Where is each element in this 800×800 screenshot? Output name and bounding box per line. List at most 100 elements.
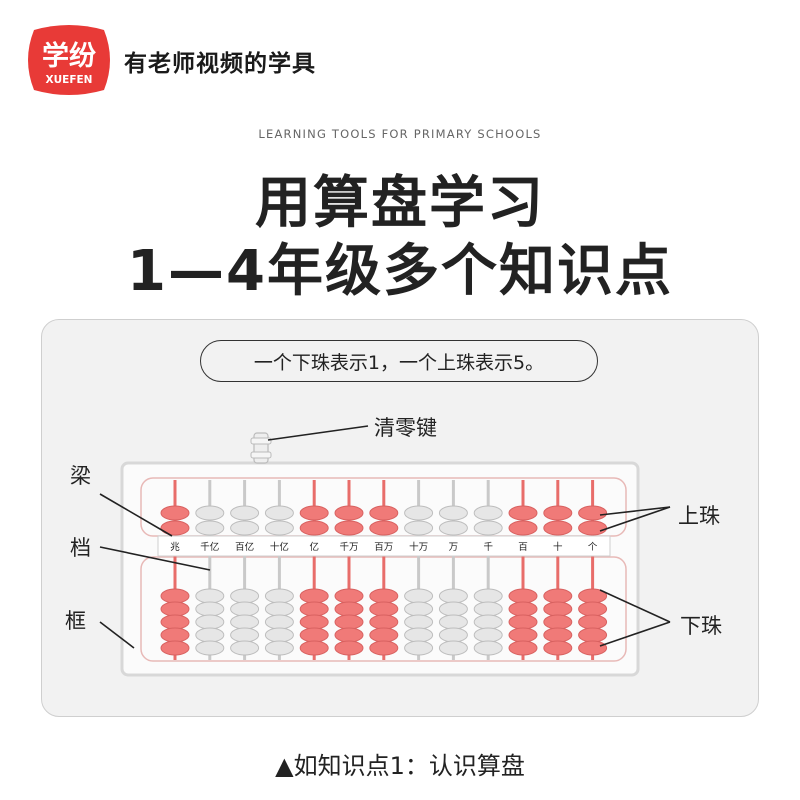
upper-bead[interactable] bbox=[578, 520, 608, 536]
upper-bead[interactable] bbox=[438, 520, 468, 536]
lower-bead[interactable] bbox=[195, 588, 225, 604]
lower-bead[interactable] bbox=[578, 614, 608, 630]
upper-bead[interactable] bbox=[543, 505, 573, 521]
upper-bead[interactable] bbox=[473, 505, 503, 521]
upper-bead[interactable] bbox=[508, 505, 538, 521]
lower-bead[interactable] bbox=[160, 614, 190, 630]
lower-bead[interactable] bbox=[508, 640, 538, 656]
lower-bead[interactable] bbox=[264, 588, 294, 604]
lower-bead[interactable] bbox=[404, 601, 434, 617]
lower-bead[interactable] bbox=[299, 588, 329, 604]
lower-bead[interactable] bbox=[230, 627, 260, 643]
upper-bead[interactable] bbox=[195, 520, 225, 536]
upper-bead[interactable] bbox=[508, 520, 538, 536]
lower-bead[interactable] bbox=[578, 640, 608, 656]
lower-bead[interactable] bbox=[299, 601, 329, 617]
lower-bead[interactable] bbox=[508, 601, 538, 617]
lower-bead[interactable] bbox=[369, 588, 399, 604]
lower-bead[interactable] bbox=[230, 601, 260, 617]
rule-pill: 一个下珠表示1，一个上珠表示5。 bbox=[200, 340, 598, 382]
lower-bead[interactable] bbox=[404, 627, 434, 643]
lower-bead[interactable] bbox=[438, 601, 468, 617]
lower-bead[interactable] bbox=[160, 601, 190, 617]
lower-bead[interactable] bbox=[543, 627, 573, 643]
upper-bead[interactable] bbox=[578, 505, 608, 521]
label-beam: 梁 bbox=[70, 464, 91, 488]
upper-bead[interactable] bbox=[195, 505, 225, 521]
lower-bead[interactable] bbox=[473, 640, 503, 656]
upper-bead[interactable] bbox=[334, 505, 364, 521]
lower-bead[interactable] bbox=[438, 614, 468, 630]
upper-bead[interactable] bbox=[160, 520, 190, 536]
lower-bead[interactable] bbox=[404, 640, 434, 656]
brand-slogan: 有老师视频的学具 bbox=[124, 51, 316, 77]
lower-bead[interactable] bbox=[334, 588, 364, 604]
lower-bead[interactable] bbox=[195, 601, 225, 617]
lower-bead[interactable] bbox=[195, 614, 225, 630]
lower-bead[interactable] bbox=[578, 601, 608, 617]
upper-bead[interactable] bbox=[438, 505, 468, 521]
lower-bead[interactable] bbox=[543, 588, 573, 604]
upper-bead[interactable] bbox=[404, 520, 434, 536]
lower-bead[interactable] bbox=[264, 601, 294, 617]
upper-bead[interactable] bbox=[299, 520, 329, 536]
lower-bead[interactable] bbox=[160, 588, 190, 604]
lower-bead[interactable] bbox=[438, 588, 468, 604]
lower-bead[interactable] bbox=[334, 601, 364, 617]
lower-bead[interactable] bbox=[473, 601, 503, 617]
upper-bead[interactable] bbox=[264, 520, 294, 536]
lower-bead[interactable] bbox=[578, 627, 608, 643]
lower-bead[interactable] bbox=[334, 640, 364, 656]
label-rod: 档 bbox=[70, 536, 91, 560]
leader-lower-2 bbox=[599, 621, 671, 647]
lower-bead[interactable] bbox=[438, 640, 468, 656]
lower-bead[interactable] bbox=[230, 640, 260, 656]
lower-bead[interactable] bbox=[264, 627, 294, 643]
upper-bead[interactable] bbox=[160, 505, 190, 521]
lower-bead[interactable] bbox=[473, 614, 503, 630]
lower-bead[interactable] bbox=[299, 640, 329, 656]
upper-bead[interactable] bbox=[543, 520, 573, 536]
upper-bead[interactable] bbox=[264, 505, 294, 521]
lower-bead[interactable] bbox=[160, 627, 190, 643]
lower-bead[interactable] bbox=[369, 614, 399, 630]
lower-bead[interactable] bbox=[369, 601, 399, 617]
lower-bead[interactable] bbox=[334, 614, 364, 630]
upper-bead[interactable] bbox=[230, 520, 260, 536]
lower-bead[interactable] bbox=[543, 640, 573, 656]
place-value-label: 百万 bbox=[374, 542, 393, 553]
lower-bead[interactable] bbox=[404, 588, 434, 604]
lower-bead[interactable] bbox=[299, 627, 329, 643]
lower-bead[interactable] bbox=[543, 601, 573, 617]
upper-bead[interactable] bbox=[369, 520, 399, 536]
lower-bead[interactable] bbox=[264, 614, 294, 630]
lower-bead[interactable] bbox=[334, 627, 364, 643]
upper-bead[interactable] bbox=[369, 505, 399, 521]
upper-bead[interactable] bbox=[230, 505, 260, 521]
lower-bead[interactable] bbox=[264, 640, 294, 656]
lower-bead[interactable] bbox=[508, 627, 538, 643]
upper-bead[interactable] bbox=[473, 520, 503, 536]
lower-bead[interactable] bbox=[230, 614, 260, 630]
place-value-label: 百亿 bbox=[235, 541, 254, 553]
lower-bead[interactable] bbox=[473, 588, 503, 604]
lower-bead[interactable] bbox=[160, 640, 190, 656]
lower-bead[interactable] bbox=[369, 640, 399, 656]
lower-bead[interactable] bbox=[508, 588, 538, 604]
upper-bead[interactable] bbox=[404, 505, 434, 521]
upper-bead[interactable] bbox=[299, 505, 329, 521]
lower-bead[interactable] bbox=[195, 640, 225, 656]
lower-bead[interactable] bbox=[404, 614, 434, 630]
lower-bead[interactable] bbox=[369, 627, 399, 643]
lower-bead[interactable] bbox=[299, 614, 329, 630]
lower-bead[interactable] bbox=[508, 614, 538, 630]
leader-upper-1 bbox=[599, 506, 671, 516]
lower-bead[interactable] bbox=[230, 588, 260, 604]
lower-bead[interactable] bbox=[195, 627, 225, 643]
lower-bead[interactable] bbox=[473, 627, 503, 643]
lower-bead[interactable] bbox=[543, 614, 573, 630]
logo-text-en: XUEFEN bbox=[46, 74, 93, 86]
upper-bead[interactable] bbox=[334, 520, 364, 536]
lower-bead[interactable] bbox=[438, 627, 468, 643]
